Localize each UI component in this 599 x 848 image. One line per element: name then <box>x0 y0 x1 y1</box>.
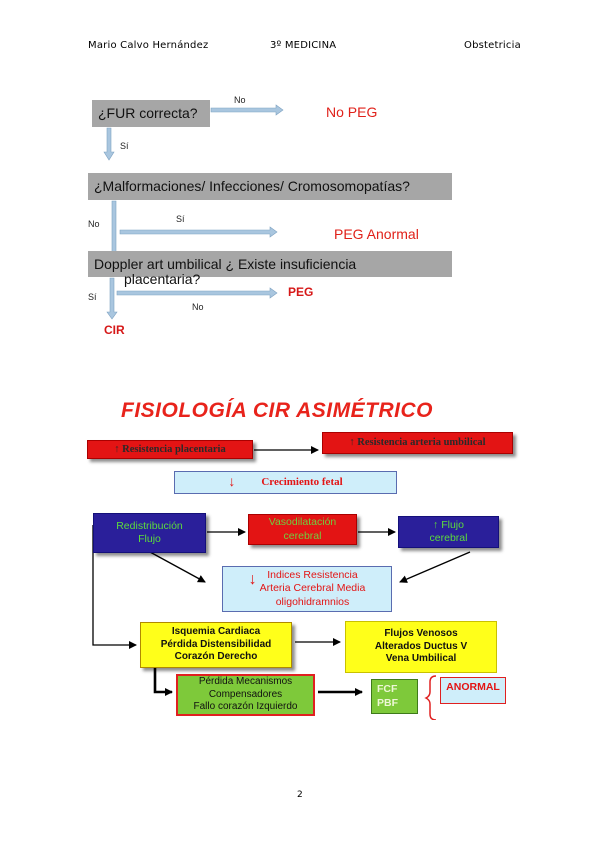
page-number: 2 <box>297 790 303 800</box>
text-perdida-1: Pérdida Mecanismos <box>198 676 293 688</box>
text-perdida-2: Compensadores <box>208 688 283 700</box>
label-si: Sí <box>88 292 97 302</box>
box-resistencia-placentaria: ↑ Resistencia placentaria <box>87 440 253 459</box>
text-flujo-cerebral-1: ↑ Flujo <box>433 518 464 531</box>
box-isquemia-cardiaca: Isquemia Cardiaca Pérdida Distensibilida… <box>140 622 292 668</box>
box-anormal: ANORMAL <box>440 677 506 704</box>
result-no-peg: No PEG <box>326 104 378 120</box>
box-indices-resistencia: ↓ Indices Resistencia Arteria Cerebral M… <box>222 566 392 612</box>
text-vasodilatacion-1: Vasodilatación <box>268 516 337 529</box>
text-indices-3: oligohidramnios <box>275 595 350 608</box>
header-course: 3º MEDICINA <box>270 40 337 51</box>
down-arrow-icon: ↓ <box>248 571 257 588</box>
text-flujos-2: Alterados Ductus V <box>374 640 468 652</box>
connector-isquemia-perdida <box>153 668 173 696</box>
box-vasodilatacion: Vasodilatación cerebral <box>248 514 357 545</box>
text-indices-1: Indices Resistencia <box>267 569 358 582</box>
diagram-connectors <box>92 446 471 720</box>
text-redistribucion-2: Flujo <box>138 533 161 545</box>
box-resistencia-arteria: ↑ Resistencia arteria umbilical <box>322 432 513 454</box>
box-flujo-cerebral: ↑ Flujo cerebral <box>398 516 499 548</box>
result-peg-anormal: PEG Anormal <box>334 226 419 242</box>
text-resistencia-placentaria: ↑ Resistencia placentaria <box>114 443 226 455</box>
label-no: No <box>192 302 204 312</box>
arrow-q3-down <box>106 277 118 320</box>
text-isquemia-3: Corazón Derecho <box>174 651 258 663</box>
question-fur: ¿FUR correcta? <box>92 100 210 127</box>
arrow-q2-yes <box>119 226 278 238</box>
text-flujo-cerebral-2: cerebral <box>429 532 468 544</box>
arrow-q1-no <box>210 104 284 116</box>
diagram-title: FISIOLOGÍA CIR ASIMÉTRICO <box>121 399 433 422</box>
text-indices-2: Arteria Cerebral Media <box>259 582 366 595</box>
text-isquemia-1: Isquemia Cardiaca <box>171 626 261 638</box>
box-flujos-venosos: Flujos Venosos Alterados Ductus V Vena U… <box>345 621 497 673</box>
down-arrow-icon: ↓ <box>228 474 236 490</box>
text-resistencia-arteria: ↑ Resistencia arteria umbilical <box>349 437 486 449</box>
question-doppler: Doppler art umbilical ¿ Existe insuficie… <box>88 251 452 277</box>
text-vasodilatacion-2: cerebral <box>283 529 322 542</box>
arrow-q1-down <box>103 127 115 161</box>
text-pbf: PBF <box>377 696 398 709</box>
box-perdida-mecanismos: Pérdida Mecanismos Compensadores Fallo c… <box>176 674 315 716</box>
header-author: Mario Calvo Hernández <box>88 40 209 51</box>
box-fcf-pbf: FCF PBF <box>371 679 418 714</box>
result-cir: CIR <box>104 323 125 337</box>
text-flujos-3: Vena Umbilical <box>385 653 457 665</box>
arrow-flujo-indices <box>399 551 471 583</box>
indices-text-group: Indices Resistencia Arteria Cerebral Med… <box>260 569 366 608</box>
result-peg: PEG <box>288 285 314 299</box>
label-no: No <box>234 95 246 105</box>
arrow-redistribucion-indices <box>149 551 206 583</box>
arrow-q3-no <box>116 287 278 299</box>
text-flujos-1: Flujos Venosos <box>384 628 458 640</box>
box-redistribucion: Redistribución Flujo <box>93 513 206 553</box>
text-crecimiento: Crecimiento fetal <box>261 475 343 488</box>
connector-left <box>92 525 137 649</box>
label-no: No <box>88 219 100 229</box>
header-subject: Obstetricia <box>464 40 521 51</box>
label-si: Sí <box>120 141 129 151</box>
bracket-anormal <box>424 675 437 720</box>
text-anormal: ANORMAL <box>446 681 500 693</box>
box-crecimiento-fetal: ↓ Crecimiento fetal <box>174 471 397 494</box>
text-perdida-3: Fallo corazón Izquierdo <box>193 701 298 713</box>
question-doppler-line2: placentaria? <box>124 271 201 287</box>
text-fcf: FCF <box>377 683 398 696</box>
question-malformaciones: ¿Malformaciones/ Infecciones/ Cromosomop… <box>88 173 452 200</box>
text-isquemia-2: Pérdida Distensibilidad <box>160 638 272 650</box>
text-redistribucion-1: Redistribución <box>116 519 183 532</box>
label-si: Sí <box>176 214 185 224</box>
